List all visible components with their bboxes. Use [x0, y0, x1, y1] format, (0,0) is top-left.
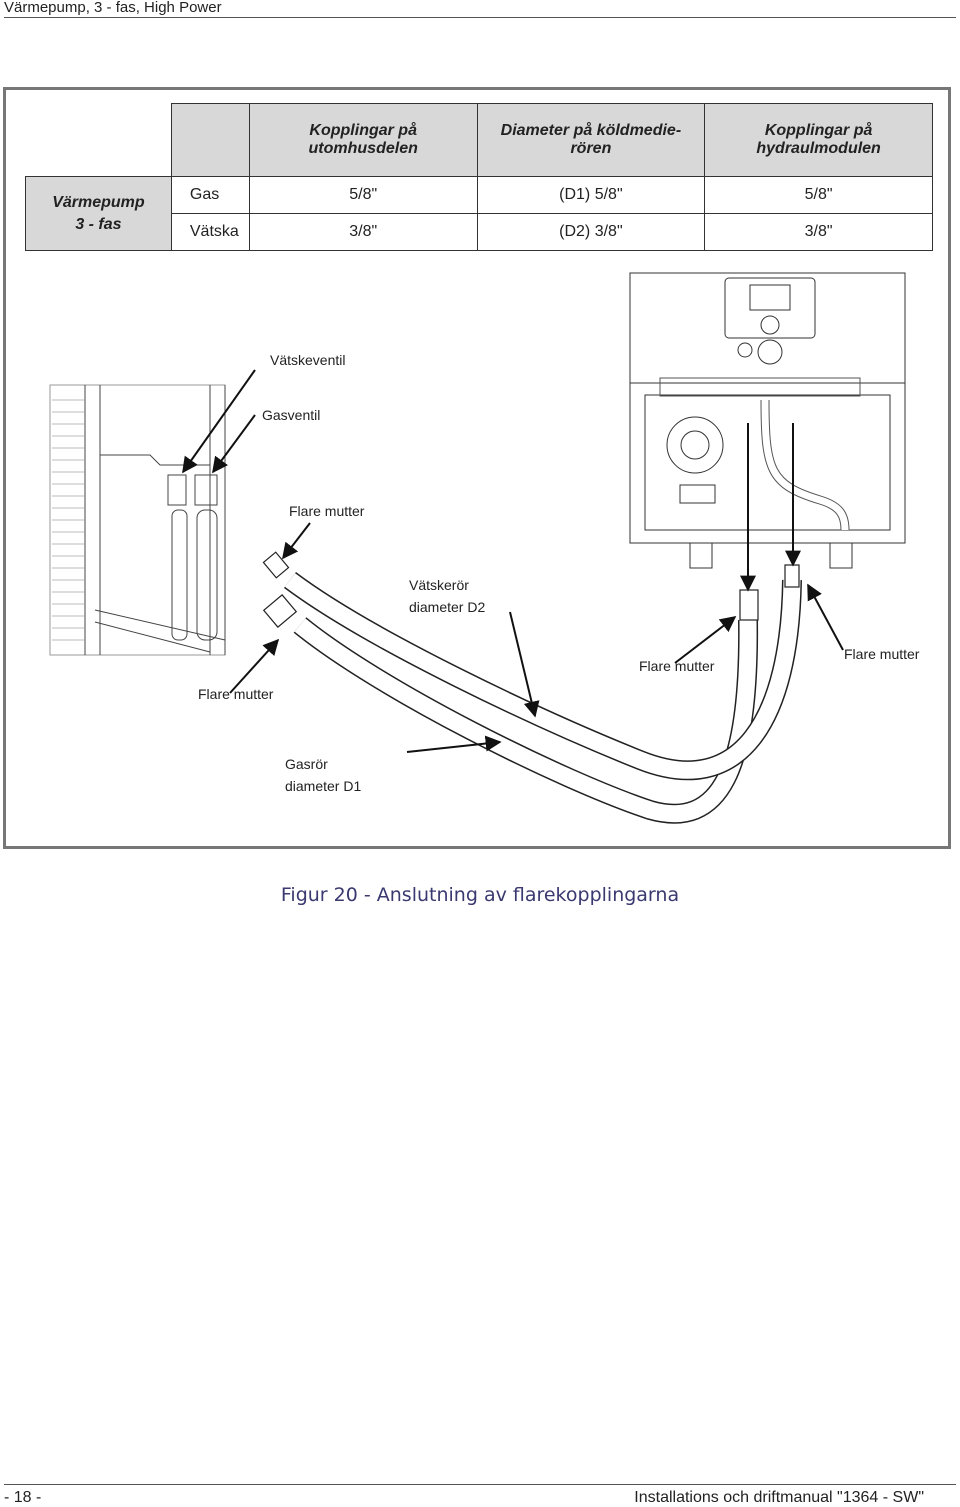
outdoor-unit-illustration — [49, 384, 226, 656]
label-liquid-pipe: Vätskerör diameter D2 — [409, 577, 486, 615]
cell-liquid-outdoor: 3/8" — [248, 213, 478, 251]
table-row: Vätska 3/8" (D2) 3/8" 3/8" — [26, 213, 933, 251]
document-header-title: Värmepump, 3 - fas, High Power — [4, 0, 222, 16]
label-flare-nut-2: Flare mutter — [639, 658, 715, 674]
row-label-liquid: Vätska — [170, 213, 250, 251]
header-rule — [4, 17, 956, 18]
label-gas-valve: Gasventil — [262, 407, 321, 423]
column-header-diameter: Diameter på köldmedie-rören — [476, 103, 706, 177]
cell-liquid-diameter: (D2) 3/8" — [476, 213, 706, 251]
page-number: - 18 - — [4, 1489, 42, 1506]
label-gas-pipe: Gasrör diameter D1 — [285, 756, 362, 794]
cell-gas-hydraulic: 5/8" — [704, 176, 933, 214]
cell-liquid-hydraulic: 3/8" — [704, 213, 933, 251]
installation-drawing — [49, 272, 906, 824]
label-flare-nut-4: Flare mutter — [198, 686, 274, 702]
footer-rule — [4, 1484, 956, 1485]
hydraulic-module-illustration — [629, 272, 906, 569]
cell-gas-outdoor: 5/8" — [248, 176, 478, 214]
cell-gas-diameter: (D1) 5/8" — [476, 176, 706, 214]
flare-nut-fittings — [262, 551, 800, 628]
label-flare-nut-1: Flare mutter — [289, 503, 365, 519]
refrigerant-pipes — [284, 571, 802, 824]
callout-arrows — [182, 369, 844, 753]
label-liquid-valve: Vätskeventil — [270, 352, 346, 368]
row-label-gas: Gas — [170, 176, 250, 214]
label-flare-nut-3: Flare mutter — [844, 646, 920, 662]
figure-caption: Figur 20 - Anslutning av flarekopplingar… — [280, 884, 680, 906]
manual-title: Installations och driftmanual "1364 - SW… — [634, 1489, 924, 1506]
